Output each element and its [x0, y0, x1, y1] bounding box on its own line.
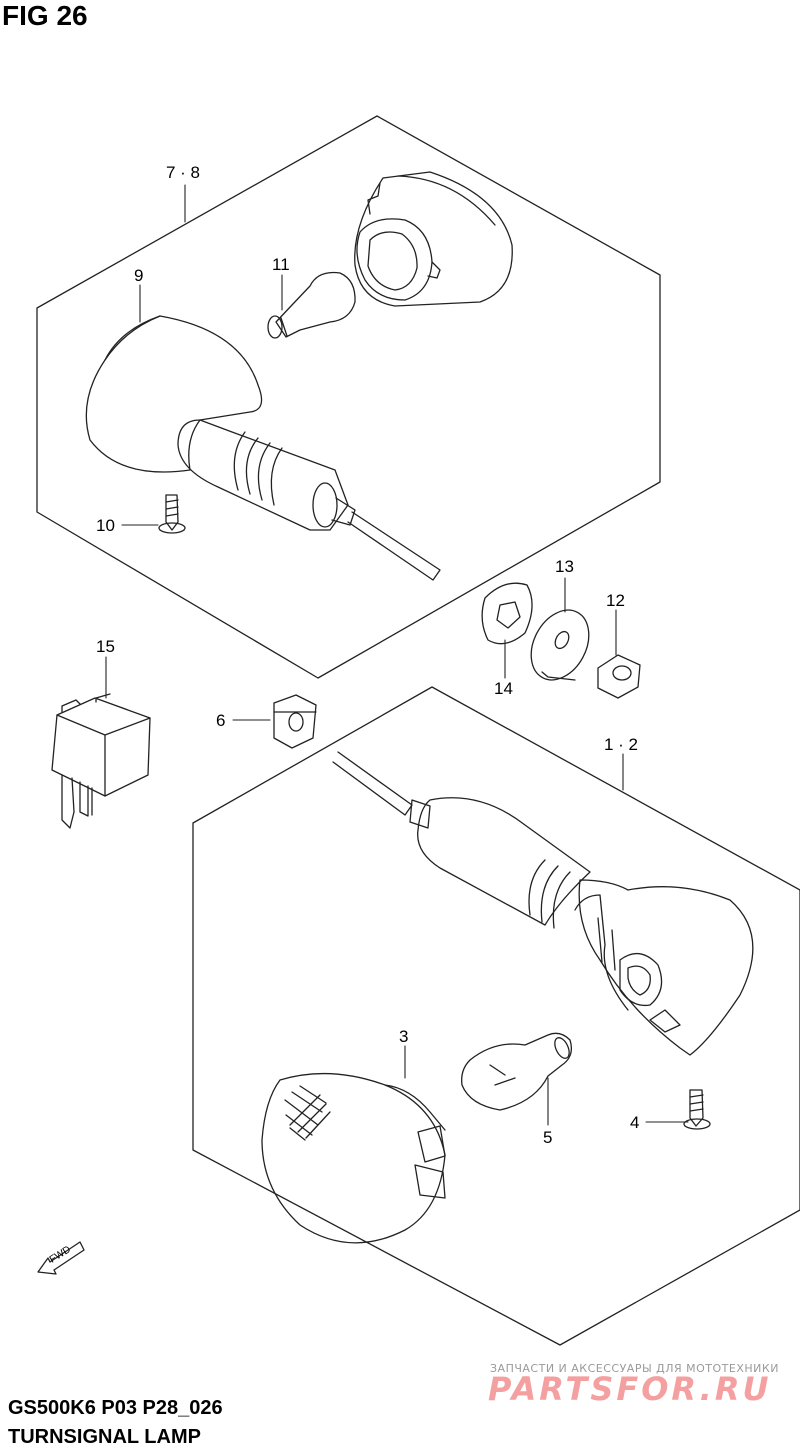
watermark-caption: ЗАПЧАСТИ И АКСЕССУАРЫ ДЛЯ МОТОТЕХНИКИ [490, 1362, 779, 1375]
bulb-part-11 [267, 271, 356, 339]
callout-10: 10 [96, 516, 115, 535]
relay-part-15 [51, 693, 151, 829]
lens-stem-part-9 [85, 315, 441, 581]
figure-title: FIG 26 [2, 0, 88, 31]
lower-assembly-boundary [192, 686, 800, 1346]
callout-11: 11 [272, 255, 290, 274]
watermark-brand: PARTSFOR.RU [488, 1370, 772, 1408]
model-code: GS500K6 P03 P28_026 [8, 1397, 223, 1419]
screw-part-4 [683, 1089, 711, 1130]
callout-14: 14 [494, 679, 513, 698]
upper-assembly-boundary [36, 115, 661, 679]
collar-nut-part-6 [273, 694, 317, 749]
callout-5: 5 [543, 1128, 552, 1147]
forward-arrow-icon: FWD [37, 1241, 85, 1275]
washer-part-13 [530, 609, 590, 681]
callout-13: 13 [555, 557, 574, 576]
callout-7-8: 7 · 8 [166, 163, 200, 182]
lamp-assembly-part-1-2 [332, 751, 754, 1056]
lens-part-3 [261, 1072, 446, 1244]
callout-4: 4 [630, 1113, 639, 1132]
nut-part-12 [597, 654, 641, 699]
callout-15: 15 [96, 637, 115, 656]
callout-12: 12 [606, 591, 625, 610]
fwd-label: FWD [48, 1244, 73, 1265]
grommet-part-14 [481, 582, 533, 645]
callout-3: 3 [399, 1027, 408, 1046]
lamp-housing-part-7-8 [354, 171, 513, 307]
callout-1-2: 1 · 2 [604, 735, 638, 754]
bulb-part-5 [461, 1032, 573, 1111]
part-name: TURNSIGNAL LAMP [8, 1426, 201, 1448]
screw-part-10 [158, 494, 186, 534]
callout-9: 9 [134, 266, 143, 285]
callout-6: 6 [216, 711, 225, 730]
leader-lines [105, 184, 689, 1126]
